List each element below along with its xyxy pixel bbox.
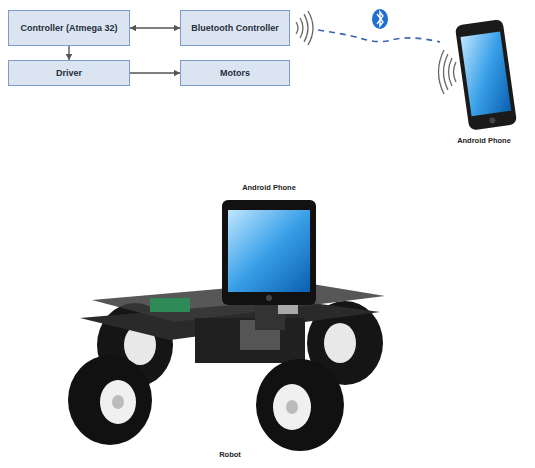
connector	[130, 70, 180, 77]
phone-drawing	[455, 19, 517, 131]
box-text: Motors	[220, 68, 250, 78]
robot-drawing	[68, 200, 385, 451]
connector	[66, 46, 73, 60]
connector-line	[130, 27, 180, 28]
signal-waves	[296, 11, 313, 45]
arrowhead	[130, 25, 136, 32]
part-label: Android Phone	[242, 183, 296, 192]
connector-line	[130, 72, 180, 73]
connector	[130, 25, 180, 32]
signal-waves	[439, 50, 457, 94]
bluetooth-icon	[372, 9, 388, 29]
process-box: Bluetooth Controller	[180, 10, 290, 46]
process-box: Motors	[180, 60, 290, 86]
wireless-link	[318, 30, 440, 42]
box-text: Driver	[56, 68, 82, 78]
part-label: Robot	[219, 450, 241, 459]
process-box: Driver	[8, 60, 130, 86]
box-text: Bluetooth Controller	[191, 23, 279, 33]
box-text: Controller (Atmega 32)	[20, 23, 117, 33]
part-label: Android Phone	[457, 136, 511, 145]
process-box: Controller (Atmega 32)	[8, 10, 130, 46]
